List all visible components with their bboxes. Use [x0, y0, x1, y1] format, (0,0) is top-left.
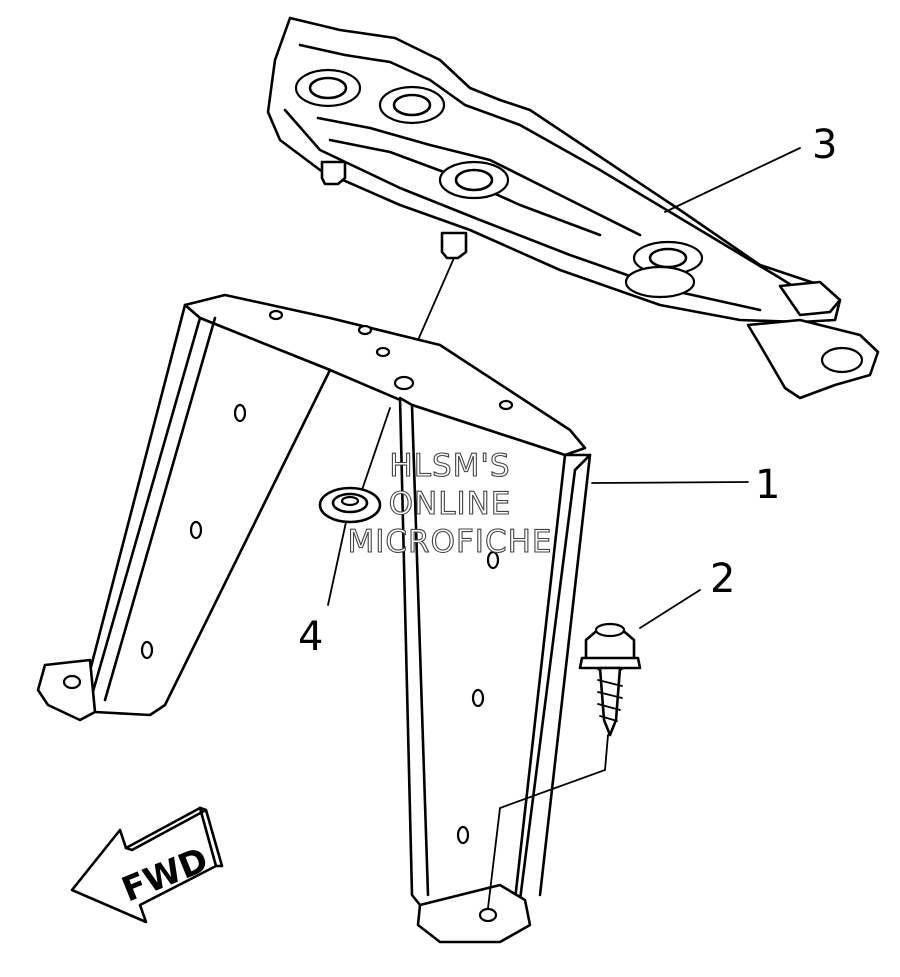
callout-1: 1: [755, 462, 780, 508]
part-3-module: [266, 16, 880, 400]
watermark: HLSM'S ONLINE MICROFICHE: [347, 447, 553, 560]
watermark-line-3: MICROFICHE: [348, 524, 553, 560]
fwd-arrow-icon: FWD: [70, 806, 224, 924]
callout-4: 4: [298, 614, 323, 660]
callout-2: 2: [710, 556, 735, 602]
watermark-line-2: ONLINE: [389, 486, 512, 522]
part-2-screw: [487, 589, 701, 909]
part-1-bracket: [36, 293, 749, 944]
watermark-line-1: HLSM'S: [389, 448, 510, 484]
part-4-grommet: [318, 407, 391, 606]
callout-3: 3: [812, 122, 837, 168]
